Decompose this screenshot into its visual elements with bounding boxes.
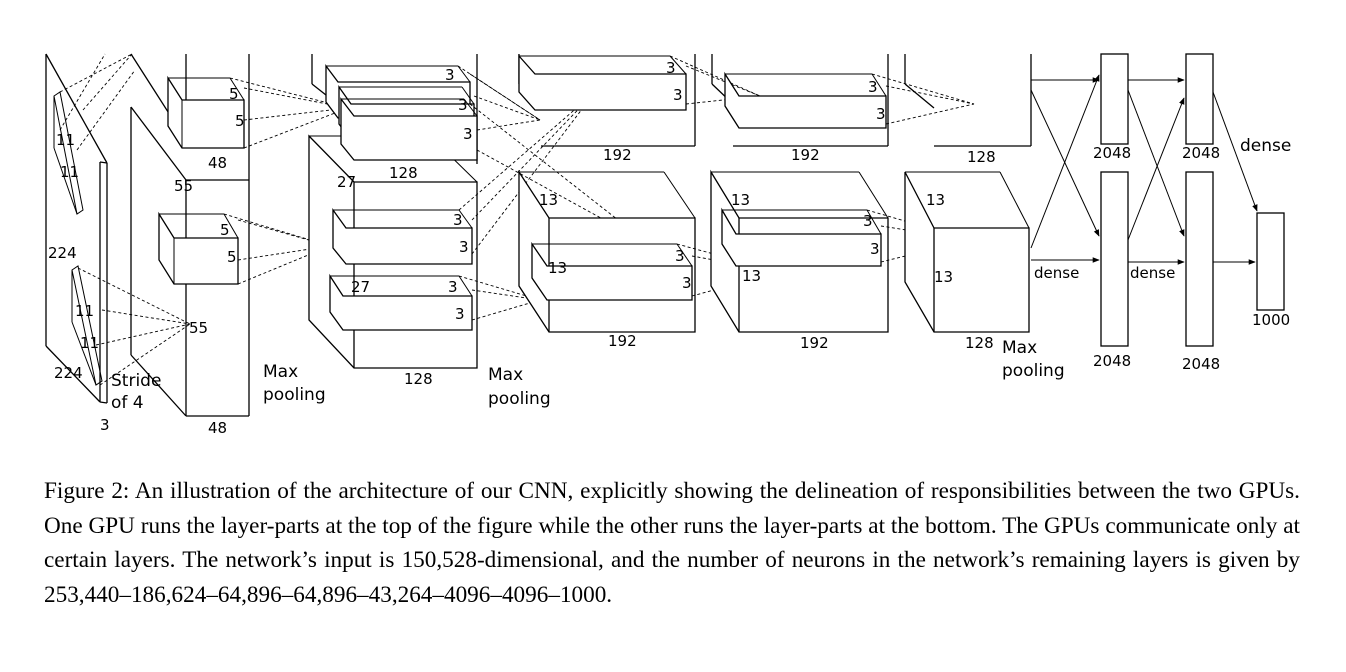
figure-label: Figure 2: bbox=[44, 478, 130, 504]
conv5-size-label: 13 bbox=[934, 268, 953, 286]
input-projections bbox=[59, 53, 191, 386]
conv3-bottom-depth-label: 192 bbox=[608, 332, 637, 350]
kernel-3-label: 3 bbox=[666, 59, 676, 77]
kernel-11-label: 11 bbox=[80, 334, 99, 352]
dense-label: dense bbox=[1034, 264, 1079, 282]
max-pooling-label: pooling bbox=[1002, 361, 1065, 381]
kernel-3-label: 3 bbox=[675, 247, 685, 265]
kernel-5-label: 5 bbox=[220, 221, 230, 239]
dense-label: dense bbox=[1130, 264, 1175, 282]
kernel-3-label: 3 bbox=[459, 238, 469, 256]
kernel-3-label: 3 bbox=[448, 278, 458, 296]
kernel-3-label: 3 bbox=[863, 212, 873, 230]
input-size-label: 224 bbox=[48, 244, 77, 262]
stride-label: Stride bbox=[111, 371, 161, 391]
dense-label: dense bbox=[1240, 136, 1291, 156]
fc2-bottom-size-label: 2048 bbox=[1182, 355, 1220, 373]
fc1-top-size-label: 2048 bbox=[1093, 144, 1131, 162]
conv2-size-label: 27 bbox=[337, 173, 356, 191]
stride-of-label: of 4 bbox=[111, 393, 144, 413]
caption-text: An illustration of the architecture of o… bbox=[44, 478, 1300, 608]
conv4-bottom-depth-label: 192 bbox=[800, 334, 829, 352]
output-size-label: 1000 bbox=[1252, 311, 1290, 329]
kernel-3-label: 3 bbox=[870, 240, 880, 258]
conv2-bottom-depth-label: 128 bbox=[404, 370, 433, 388]
conv2-size-label: 27 bbox=[351, 278, 370, 296]
fc1-bottom-size-label: 2048 bbox=[1093, 352, 1131, 370]
kernel-3-label: 3 bbox=[463, 125, 473, 143]
kernel-3-label: 3 bbox=[876, 105, 886, 123]
conv4-top-depth-label: 192 bbox=[791, 146, 820, 164]
fc2-top-size-label: 2048 bbox=[1182, 144, 1220, 162]
kernel-3-label: 3 bbox=[453, 211, 463, 229]
conv2-top-depth-label: 128 bbox=[389, 164, 418, 182]
conv1-block bbox=[130, 53, 250, 417]
kernel-3-label: 3 bbox=[455, 305, 465, 323]
conv3-block bbox=[518, 54, 696, 333]
conv5-top-depth-label: 128 bbox=[967, 148, 996, 166]
conv1-size-label: 55 bbox=[174, 177, 193, 195]
conv5-bottom-depth-label: 128 bbox=[965, 334, 994, 352]
input-image-block bbox=[45, 53, 108, 404]
diagram-labels: 224 224 3 11 11 11 11 Stride of 4 55 55 … bbox=[48, 59, 1291, 437]
max-pooling-label: Max bbox=[263, 362, 298, 382]
kernel-11-label: 11 bbox=[75, 302, 94, 320]
kernel-5-label: 5 bbox=[235, 112, 245, 130]
kernel-11-label: 11 bbox=[60, 163, 79, 181]
max-pooling-label: Max bbox=[488, 365, 523, 385]
input-depth-label: 3 bbox=[100, 416, 110, 434]
max-pooling-label: Max bbox=[1002, 338, 1037, 358]
conv3-top-depth-label: 192 bbox=[603, 146, 632, 164]
max-pooling-label: pooling bbox=[488, 389, 551, 409]
figure-caption: Figure 2: An illustration of the archite… bbox=[44, 474, 1300, 612]
fc-layers bbox=[1100, 53, 1285, 347]
conv5-block bbox=[904, 54, 1032, 333]
conv1-depth-label: 48 bbox=[208, 419, 227, 437]
kernel-5-label: 5 bbox=[227, 248, 237, 266]
conv4-size-label: 13 bbox=[731, 191, 750, 209]
max-pooling-label: pooling bbox=[263, 385, 326, 405]
conv4-size-label: 13 bbox=[742, 267, 761, 285]
kernel-3-label: 3 bbox=[673, 86, 683, 104]
conv1-size-label: 55 bbox=[189, 319, 208, 337]
conv3-size-label: 13 bbox=[539, 191, 558, 209]
conv3-size-label: 13 bbox=[548, 259, 567, 277]
input-size-bottom-label: 224 bbox=[54, 364, 83, 382]
conv4-block bbox=[710, 54, 889, 333]
kernel-3-label: 3 bbox=[445, 66, 455, 84]
conv2-block bbox=[308, 54, 478, 369]
fc-connections bbox=[1030, 74, 1258, 265]
kernel-3-label: 3 bbox=[682, 274, 692, 292]
kernel-3-label: 3 bbox=[458, 96, 468, 114]
conv1-top-depth-label: 48 bbox=[208, 154, 227, 172]
conv5-size-label: 13 bbox=[926, 191, 945, 209]
kernel-11-label: 11 bbox=[56, 131, 75, 149]
kernel-5-label: 5 bbox=[229, 85, 239, 103]
cnn-architecture-diagram: 224 224 3 11 11 11 11 Stride of 4 55 55 … bbox=[45, 53, 1291, 437]
kernel-3-label: 3 bbox=[868, 78, 878, 96]
